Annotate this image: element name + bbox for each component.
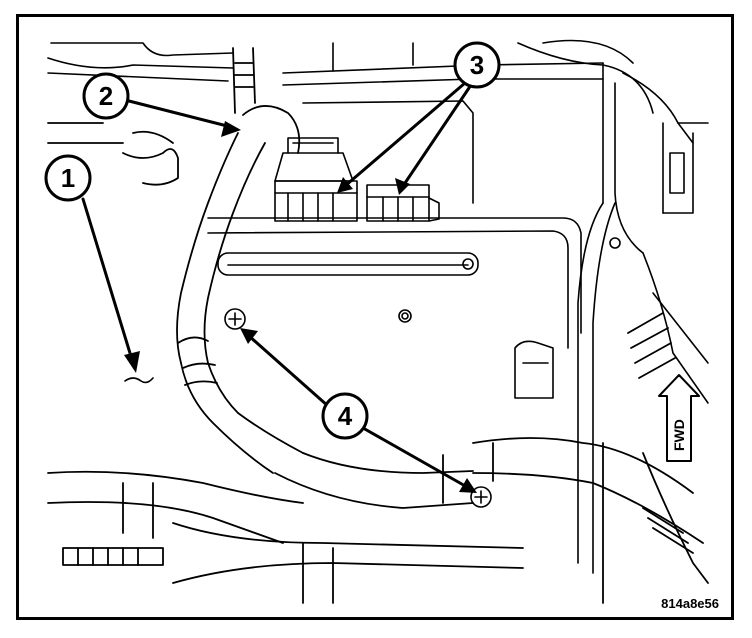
- engine-compartment-illustration: 1 2 3 4 FWD: [44, 39, 709, 604]
- wiring-harness: [47, 47, 709, 604]
- callout-3: 3: [453, 41, 501, 89]
- arrowheads: [124, 121, 477, 493]
- callout-4-label: 4: [338, 401, 353, 431]
- leader-lines: [81, 81, 473, 489]
- fwd-arrow-icon: FWD: [658, 374, 700, 462]
- callout-3-label: 3: [470, 50, 484, 80]
- upper-body-structure: [47, 39, 709, 574]
- callout-2-label: 2: [99, 81, 113, 111]
- callout-4: 4: [321, 392, 369, 440]
- connector-right: [366, 184, 440, 222]
- callout-1-label: 1: [61, 163, 75, 193]
- mounting-bracket: [207, 217, 621, 399]
- screw-lower: [470, 486, 492, 508]
- fwd-label: FWD: [671, 419, 687, 451]
- callout-2: 2: [82, 72, 130, 120]
- figure-id: 814a8e56: [661, 596, 719, 611]
- callout-1: 1: [44, 154, 92, 202]
- diagram-frame: 1 2 3 4 FWD 814a8e56: [16, 14, 734, 620]
- item-1-target: [124, 377, 154, 384]
- screw-upper: [224, 308, 246, 330]
